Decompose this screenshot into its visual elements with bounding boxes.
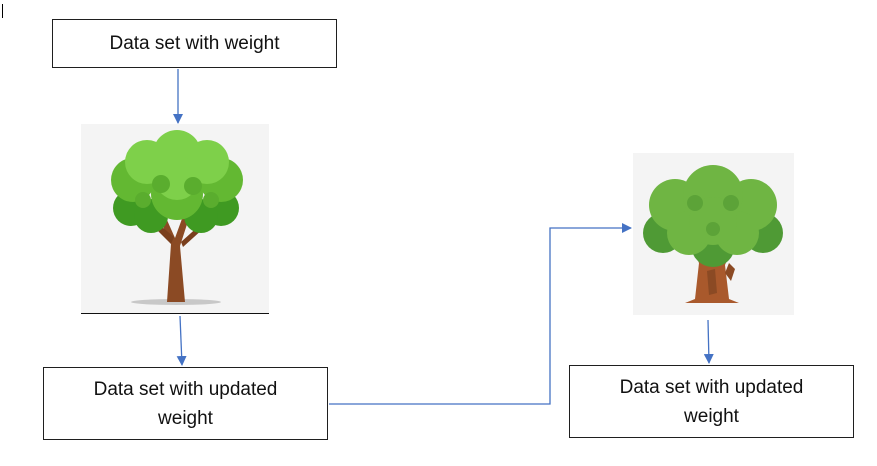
arrow-tree2-to-updated bbox=[703, 319, 714, 364]
label-line-1: Data set with updated bbox=[93, 378, 278, 400]
tree-image-left bbox=[81, 124, 269, 314]
image-bottom-line bbox=[81, 313, 269, 314]
label-line-2: weight bbox=[158, 407, 213, 429]
label-line-1: Data set with updated bbox=[619, 376, 804, 398]
dataset-with-weight-label: Data set with weight bbox=[109, 33, 280, 54]
arrow-updated-to-tree2 bbox=[329, 223, 632, 405]
label-line-2: weight bbox=[684, 405, 739, 427]
dataset-with-updated-weight-box-left[interactable]: Data set with updated weight bbox=[43, 367, 328, 440]
tree-icon bbox=[111, 130, 243, 305]
tree-icon bbox=[643, 165, 783, 303]
dataset-updated-label-left: Data set with updated weight bbox=[94, 375, 278, 433]
dataset-with-weight-box[interactable]: Data set with weight bbox=[52, 19, 337, 68]
dataset-with-updated-weight-box-right[interactable]: Data set with updated weight bbox=[569, 365, 854, 438]
arrow-tree-to-updated bbox=[176, 315, 187, 366]
tree-image-right bbox=[633, 153, 794, 315]
dataset-updated-label-right: Data set with updated weight bbox=[620, 373, 804, 431]
text-cursor bbox=[2, 4, 3, 18]
